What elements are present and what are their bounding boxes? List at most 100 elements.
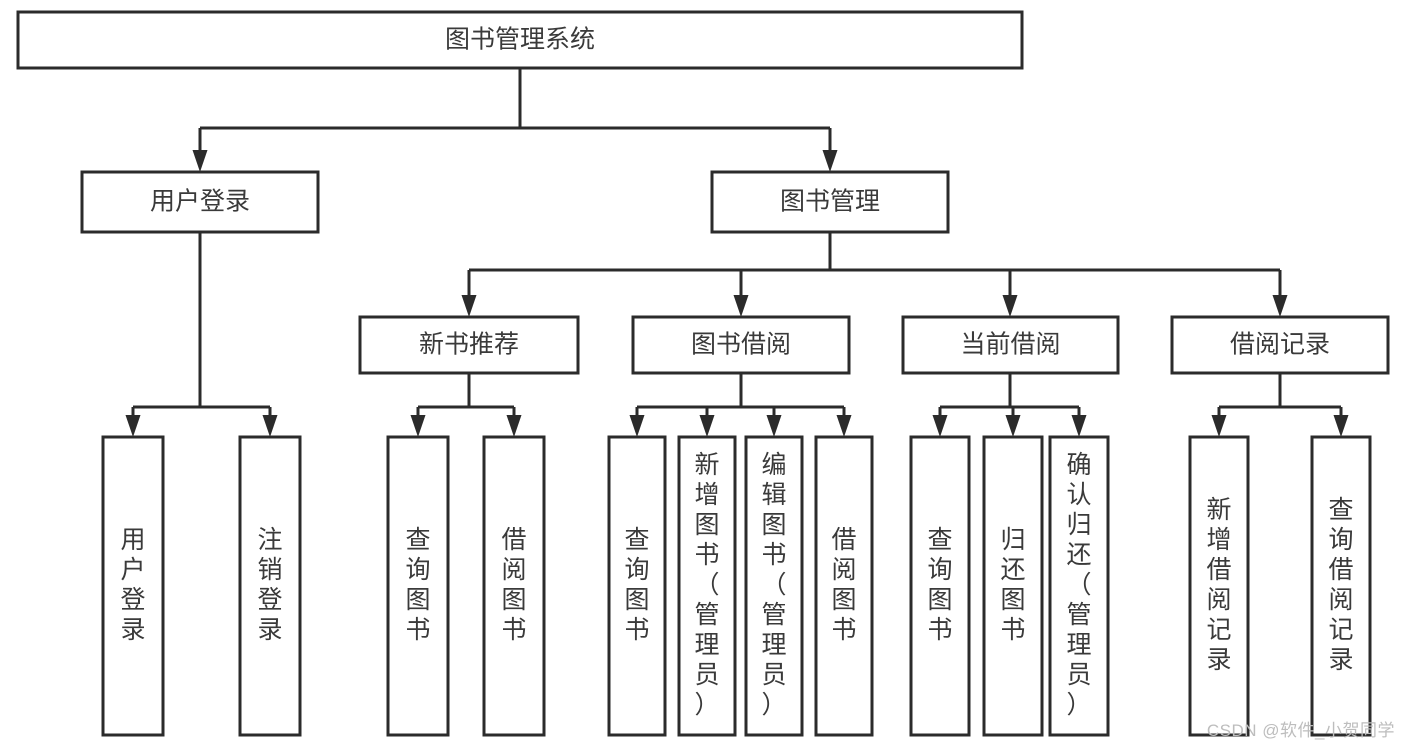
node-leaf-query-book-3[interactable]: 查询图书 <box>909 435 971 737</box>
node-book-manage[interactable]: 图书管理 <box>710 170 950 234</box>
connector-arrow <box>629 407 645 437</box>
connector-arrow <box>1211 407 1227 437</box>
node-leaf-edit-book[interactable]: 编辑图书（管理员） <box>744 435 804 737</box>
node-leaf-query-borrow-record[interactable]: 查询借阅记录 <box>1310 435 1372 737</box>
node-box <box>901 315 1120 375</box>
node-label: 注销登录 <box>257 526 282 644</box>
node-box <box>1170 315 1390 375</box>
connector-arrow <box>461 270 477 317</box>
node-book-borrow[interactable]: 图书借阅 <box>631 315 851 375</box>
arrow-head-icon <box>822 150 838 172</box>
node-box <box>1310 435 1372 737</box>
arrow-head-icon <box>125 415 141 437</box>
node-leaf-query-book-1[interactable]: 查询图书 <box>386 435 450 737</box>
node-leaf-borrow-book-1[interactable]: 借阅图书 <box>482 435 546 737</box>
arrow-head-icon <box>461 295 477 317</box>
node-leaf-confirm-return[interactable]: 确认归还（管理员） <box>1048 435 1110 737</box>
arrow-head-icon <box>1272 295 1288 317</box>
arrow-head-icon <box>766 415 782 437</box>
node-box <box>80 170 320 234</box>
connector-arrow <box>1071 407 1087 437</box>
node-label: 图书管理 <box>780 188 880 216</box>
arrow-head-icon <box>1002 295 1018 317</box>
connector-arrow <box>836 407 852 437</box>
node-label: 用户登录 <box>120 526 145 644</box>
connector-arrow <box>822 128 838 172</box>
node-label: 新书推荐 <box>419 331 519 359</box>
arrow-head-icon <box>1211 415 1227 437</box>
node-box <box>710 170 950 234</box>
node-label: 查询借阅记录 <box>1328 496 1353 674</box>
node-label: 确认归还（管理员） <box>1066 451 1091 719</box>
node-leaf-add-borrow-record[interactable]: 新增借阅记录 <box>1188 435 1250 737</box>
node-label: 图书管理系统 <box>445 26 595 54</box>
connector-arrow <box>125 407 141 437</box>
connector-arrow <box>1005 407 1021 437</box>
node-leaf-query-book-2[interactable]: 查询图书 <box>607 435 667 737</box>
node-box <box>607 435 667 737</box>
node-layer: 图书管理系统用户登录图书管理新书推荐图书借阅当前借阅借阅记录用户登录注销登录查询… <box>16 10 1390 737</box>
node-label: 借阅图书 <box>501 526 526 644</box>
node-label: 借阅记录 <box>1230 331 1330 359</box>
node-borrow-record[interactable]: 借阅记录 <box>1170 315 1390 375</box>
node-box <box>631 315 851 375</box>
node-leaf-user-login[interactable]: 用户登录 <box>101 435 165 737</box>
connector-layer <box>125 68 1349 437</box>
node-box <box>101 435 165 737</box>
node-box <box>982 435 1044 737</box>
connector-arrow <box>932 407 948 437</box>
arrow-head-icon <box>836 415 852 437</box>
connector-arrow <box>410 407 426 437</box>
arrow-head-icon <box>1333 415 1349 437</box>
node-label: 借阅图书 <box>831 526 856 644</box>
node-label: 当前借阅 <box>960 331 1060 359</box>
node-leaf-logout-login[interactable]: 注销登录 <box>238 435 302 737</box>
node-label: 新增图书（管理员） <box>694 451 719 719</box>
connector-arrow <box>1272 270 1288 317</box>
node-label: 查询图书 <box>405 526 430 644</box>
node-box <box>386 435 450 737</box>
connector-arrow <box>192 128 208 172</box>
connector-arrow <box>766 407 782 437</box>
node-box <box>1188 435 1250 737</box>
connector-arrow <box>1002 270 1018 317</box>
node-box <box>814 435 874 737</box>
arrow-head-icon <box>699 415 715 437</box>
node-label: 用户登录 <box>150 188 250 216</box>
connector-arrow <box>699 407 715 437</box>
csdn-watermark: CSDN @软件_小贺同学 <box>1206 721 1395 740</box>
arrow-head-icon <box>410 415 426 437</box>
node-label: 新增借阅记录 <box>1206 496 1231 674</box>
node-root[interactable]: 图书管理系统 <box>16 10 1024 70</box>
node-box <box>16 10 1024 70</box>
arrow-head-icon <box>629 415 645 437</box>
connector-arrow <box>733 270 749 317</box>
node-current-borrow[interactable]: 当前借阅 <box>901 315 1120 375</box>
node-box <box>677 435 737 737</box>
connector-arrow <box>1333 407 1349 437</box>
node-label: 编辑图书（管理员） <box>761 451 786 719</box>
node-leaf-borrow-book-2[interactable]: 借阅图书 <box>814 435 874 737</box>
arrow-head-icon <box>192 150 208 172</box>
arrow-head-icon <box>262 415 278 437</box>
arrow-head-icon <box>1005 415 1021 437</box>
node-label: 归还图书 <box>1000 526 1025 644</box>
node-box <box>482 435 546 737</box>
node-box <box>238 435 302 737</box>
arrow-head-icon <box>932 415 948 437</box>
node-label: 查询图书 <box>624 526 649 644</box>
node-leaf-add-book[interactable]: 新增图书（管理员） <box>677 435 737 737</box>
connector-arrow <box>506 407 522 437</box>
node-label: 图书借阅 <box>691 331 791 359</box>
node-box <box>909 435 971 737</box>
connector-arrow <box>262 407 278 437</box>
arrow-head-icon <box>733 295 749 317</box>
node-user-login[interactable]: 用户登录 <box>80 170 320 234</box>
node-box <box>1048 435 1110 737</box>
node-new-book-recommend[interactable]: 新书推荐 <box>358 315 580 375</box>
arrow-head-icon <box>506 415 522 437</box>
node-box <box>744 435 804 737</box>
node-leaf-return-book[interactable]: 归还图书 <box>982 435 1044 737</box>
